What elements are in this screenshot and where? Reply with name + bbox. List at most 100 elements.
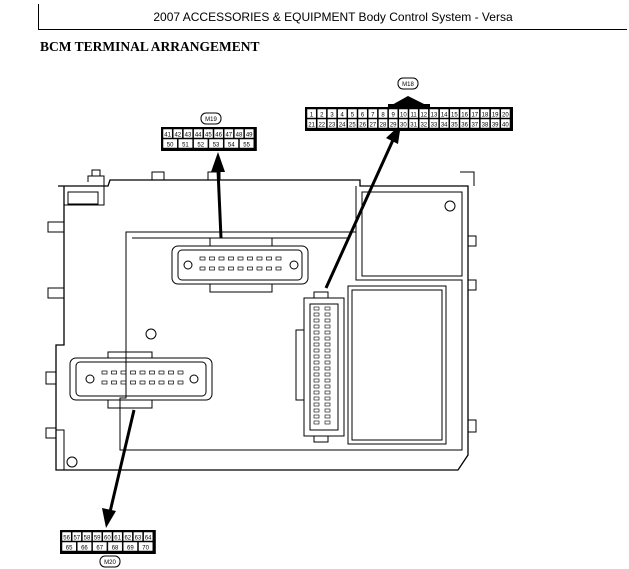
socket-pin xyxy=(177,380,184,385)
pin-cell xyxy=(92,531,103,542)
pin-number: 11 xyxy=(410,113,417,119)
pin-cell xyxy=(378,118,388,129)
socket-pin xyxy=(275,266,282,271)
socket-pin xyxy=(149,380,155,385)
pin-number: 20 xyxy=(502,113,509,119)
socket-pin xyxy=(266,266,272,271)
pin-number: 40 xyxy=(502,123,509,129)
pin-number: 48 xyxy=(236,133,243,139)
pin-number: 9 xyxy=(392,113,396,119)
pin-number: 13 xyxy=(431,113,438,119)
pin-number: 37 xyxy=(471,123,478,129)
pin-cell xyxy=(429,118,439,129)
pin-cell xyxy=(357,108,368,119)
label-m18-badge xyxy=(397,77,419,90)
socket-pin xyxy=(313,342,320,347)
pin-number: 6 xyxy=(361,113,365,119)
pin-number: 14 xyxy=(441,113,448,119)
socket-pin xyxy=(324,384,331,389)
pin-number: 38 xyxy=(482,123,489,129)
socket-pin xyxy=(324,408,331,413)
pin-cell xyxy=(469,108,480,119)
pin-cell xyxy=(223,128,234,139)
socket-pin xyxy=(313,372,320,377)
label-m19: M19 xyxy=(205,117,217,123)
pin-cell xyxy=(61,531,72,542)
pin-number: 12 xyxy=(420,113,427,119)
pin-number: 66 xyxy=(81,546,88,552)
socket-pin xyxy=(237,256,244,261)
pin-number: 28 xyxy=(380,123,387,129)
socket-pin xyxy=(313,414,320,419)
pin-cell xyxy=(61,541,77,552)
pin-cell xyxy=(102,531,113,542)
socket-pin xyxy=(324,402,331,407)
pin-cell xyxy=(347,118,358,129)
socket-pin xyxy=(168,380,174,385)
pin-cell xyxy=(398,118,409,129)
socket-pin xyxy=(313,318,320,323)
socket-pin xyxy=(275,256,282,261)
pin-cell xyxy=(378,108,388,119)
pin-number: 34 xyxy=(441,123,448,129)
socket-pin xyxy=(313,330,320,335)
socket-pin xyxy=(228,256,234,261)
pin-cell xyxy=(112,531,123,542)
pin-cell xyxy=(337,118,348,129)
pin-cell xyxy=(459,108,470,119)
pin-number: 19 xyxy=(492,113,499,119)
pin-number: 1 xyxy=(310,113,314,119)
socket-pin xyxy=(111,370,117,375)
pin-number: 63 xyxy=(135,536,142,542)
pin-cell xyxy=(162,138,178,149)
pin-cell xyxy=(143,531,154,542)
bcm-unit xyxy=(45,169,477,471)
pin-cell xyxy=(490,108,501,119)
pin-number: 53 xyxy=(213,143,220,149)
socket-pin xyxy=(256,266,263,271)
socket-pin xyxy=(139,380,146,385)
pin-cell xyxy=(183,128,193,139)
pin-number: 47 xyxy=(225,133,232,139)
socket-pin xyxy=(324,366,331,371)
pin-number: 2 xyxy=(320,113,324,119)
socket-pin xyxy=(313,306,320,311)
socket-pin xyxy=(177,370,184,375)
pin-cell xyxy=(203,128,214,139)
socket-pin xyxy=(324,348,331,353)
socket-pin xyxy=(158,380,165,385)
pin-number: 33 xyxy=(431,123,438,129)
socket-pin xyxy=(324,336,331,341)
pin-number: 69 xyxy=(127,546,134,552)
pin-number: 70 xyxy=(142,546,149,552)
pin-cell xyxy=(306,108,317,119)
pin-number: 67 xyxy=(96,546,103,552)
pin-number: 30 xyxy=(400,123,407,129)
socket-pin xyxy=(158,370,165,375)
pin-number: 55 xyxy=(243,143,250,149)
pin-number: 3 xyxy=(330,113,334,119)
pin-cell xyxy=(82,531,92,542)
pin-cell xyxy=(234,128,244,139)
socket-m20 xyxy=(69,351,213,409)
pin-cell xyxy=(469,118,480,129)
label-m20-badge xyxy=(99,555,121,568)
pin-cell xyxy=(213,128,224,139)
pin-cell xyxy=(193,128,204,139)
pin-number: 50 xyxy=(167,143,174,149)
pin-cell xyxy=(418,108,429,119)
socket-pin xyxy=(101,380,108,385)
socket-pin xyxy=(324,330,331,335)
pin-cell xyxy=(306,118,317,129)
pin-cell xyxy=(388,118,399,129)
pin-cell xyxy=(490,118,501,129)
pin-cell xyxy=(459,118,470,129)
pin-number: 44 xyxy=(195,133,202,139)
socket-pin xyxy=(324,354,331,359)
socket-pin xyxy=(324,390,331,395)
pin-number: 31 xyxy=(410,123,417,129)
pin-number: 65 xyxy=(66,546,73,552)
